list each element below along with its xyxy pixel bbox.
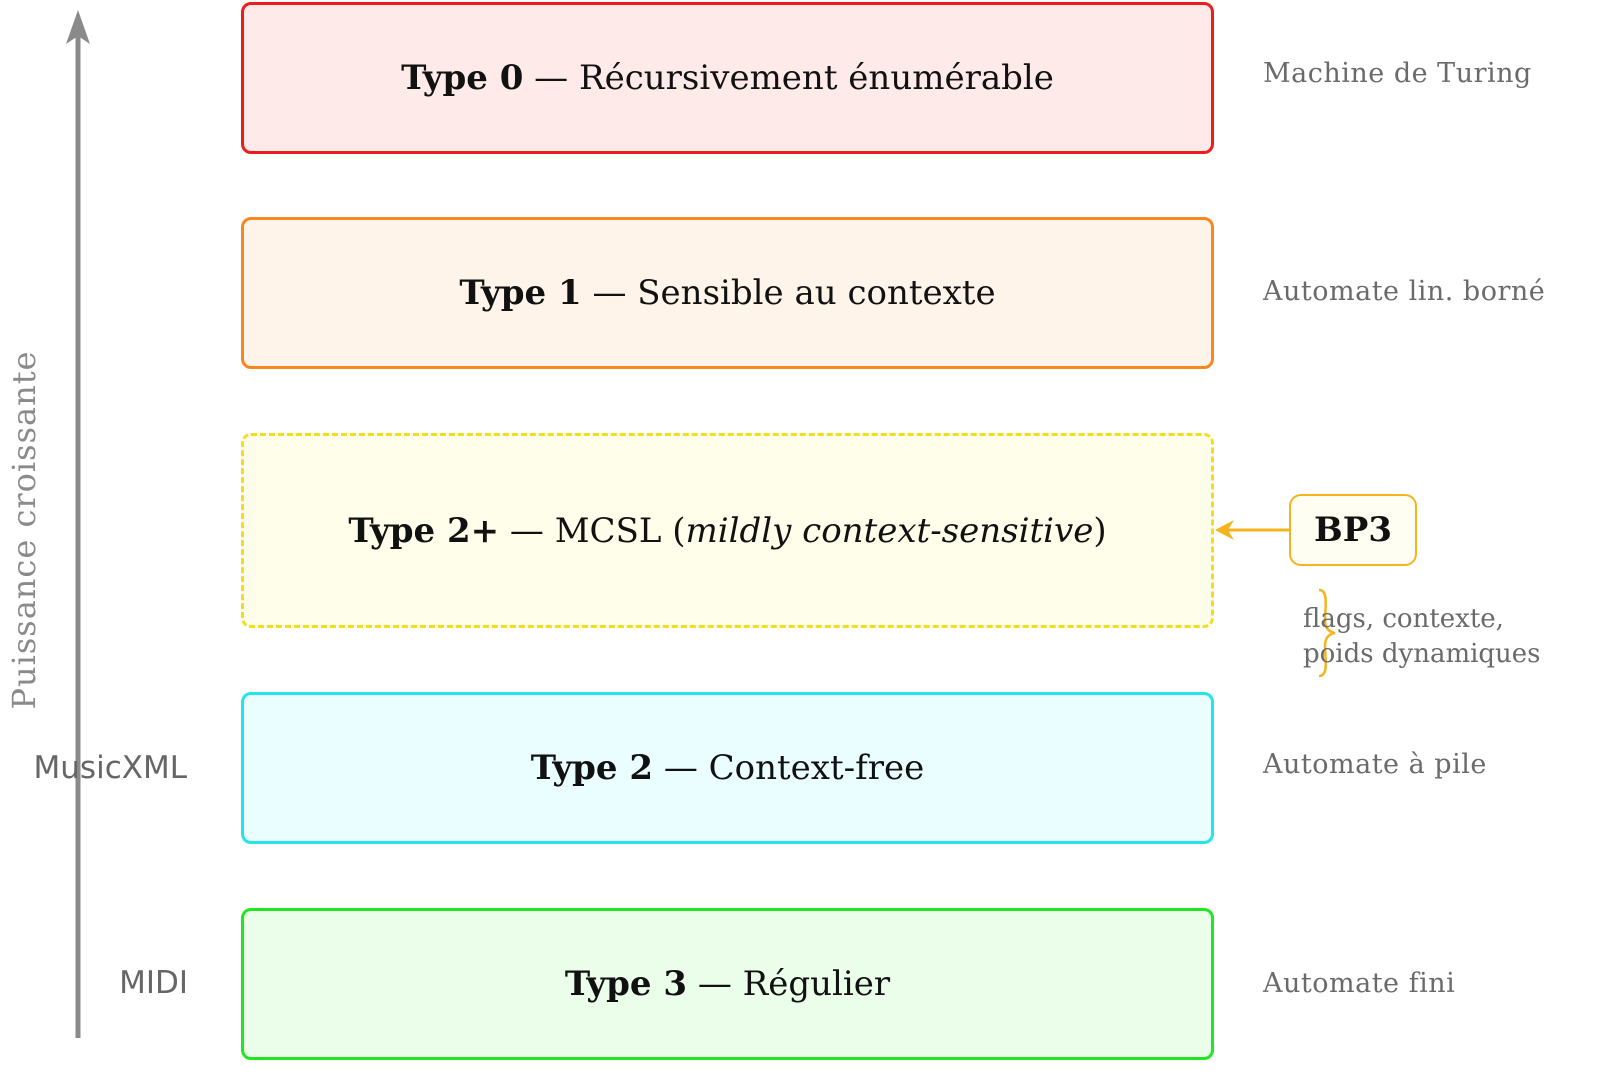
level-type-2plus-separator: —: [499, 510, 555, 551]
level-type-3-description: Régulier: [742, 964, 891, 1004]
bp3-note: flags, contexte, poids dynamiques: [1303, 602, 1541, 672]
format-label-midi: MIDI: [119, 965, 188, 1001]
bp3-note-line-2: poids dynamiques: [1303, 639, 1541, 669]
level-type-0-text: Type 0 — Récursivement énumérable: [401, 58, 1054, 98]
level-type-2-separator: —: [653, 748, 709, 788]
bp3-arrowhead-icon: [1215, 520, 1234, 540]
level-type-2-text: Type 2 — Context-free: [531, 748, 924, 788]
level-type-1-name: Type 1: [459, 273, 582, 313]
bp3-note-line-1: flags, contexte,: [1303, 604, 1504, 634]
power-axis-arrow: [66, 10, 90, 1038]
level-type-0-box: Type 0 — Récursivement énumérable: [241, 2, 1214, 154]
level-type-3-text: Type 3 — Régulier: [565, 964, 890, 1004]
level-type-2plus-name: Type 2+: [348, 510, 500, 551]
brace-icon: [1318, 588, 1336, 678]
level-type-2plus-desc-italic: mildly context-sensitive: [685, 510, 1094, 551]
level-type-3-box: Type 3 — Régulier: [241, 908, 1214, 1060]
automaton-type-2: Automate à pile: [1263, 749, 1487, 780]
level-type-2plus-text: Type 2+ — MCSL (mildly context-sensitive…: [348, 511, 1106, 551]
bp3-arrow: [1215, 520, 1290, 540]
level-type-3-name: Type 3: [564, 964, 688, 1004]
level-type-3-separator: —: [687, 964, 743, 1004]
level-type-0-description: Récursivement énumérable: [579, 58, 1054, 98]
level-type-2plus-desc-suffix: ): [1093, 510, 1107, 551]
level-type-1-description: Sensible au contexte: [637, 273, 996, 313]
level-type-2-box: Type 2 — Context-free: [241, 692, 1214, 844]
level-type-2plus-description: MCSL (mildly context-sensitive): [555, 511, 1107, 551]
automaton-type-1: Automate lin. borné: [1263, 276, 1546, 307]
level-type-1-text: Type 1 — Sensible au contexte: [459, 273, 995, 313]
automaton-type-3: Automate fini: [1263, 968, 1456, 999]
level-type-2plus-box: Type 2+ — MCSL (mildly context-sensitive…: [241, 433, 1214, 628]
bp3-badge: BP3: [1289, 494, 1417, 566]
level-type-2plus-desc-prefix: MCSL (: [554, 510, 686, 551]
level-type-0-separator: —: [523, 58, 579, 98]
level-type-0-name: Type 0: [401, 58, 524, 98]
power-axis-arrowhead-icon: [66, 10, 90, 44]
level-type-2-name: Type 2: [530, 748, 654, 788]
format-label-musicxml: MusicXML: [33, 750, 187, 786]
level-type-1-separator: —: [581, 273, 638, 313]
level-type-2-description: Context-free: [708, 748, 925, 788]
automaton-type-0: Machine de Turing: [1263, 58, 1532, 89]
power-axis-label: Puissance croissante: [5, 350, 43, 710]
level-type-1-box: Type 1 — Sensible au contexte: [241, 217, 1214, 369]
